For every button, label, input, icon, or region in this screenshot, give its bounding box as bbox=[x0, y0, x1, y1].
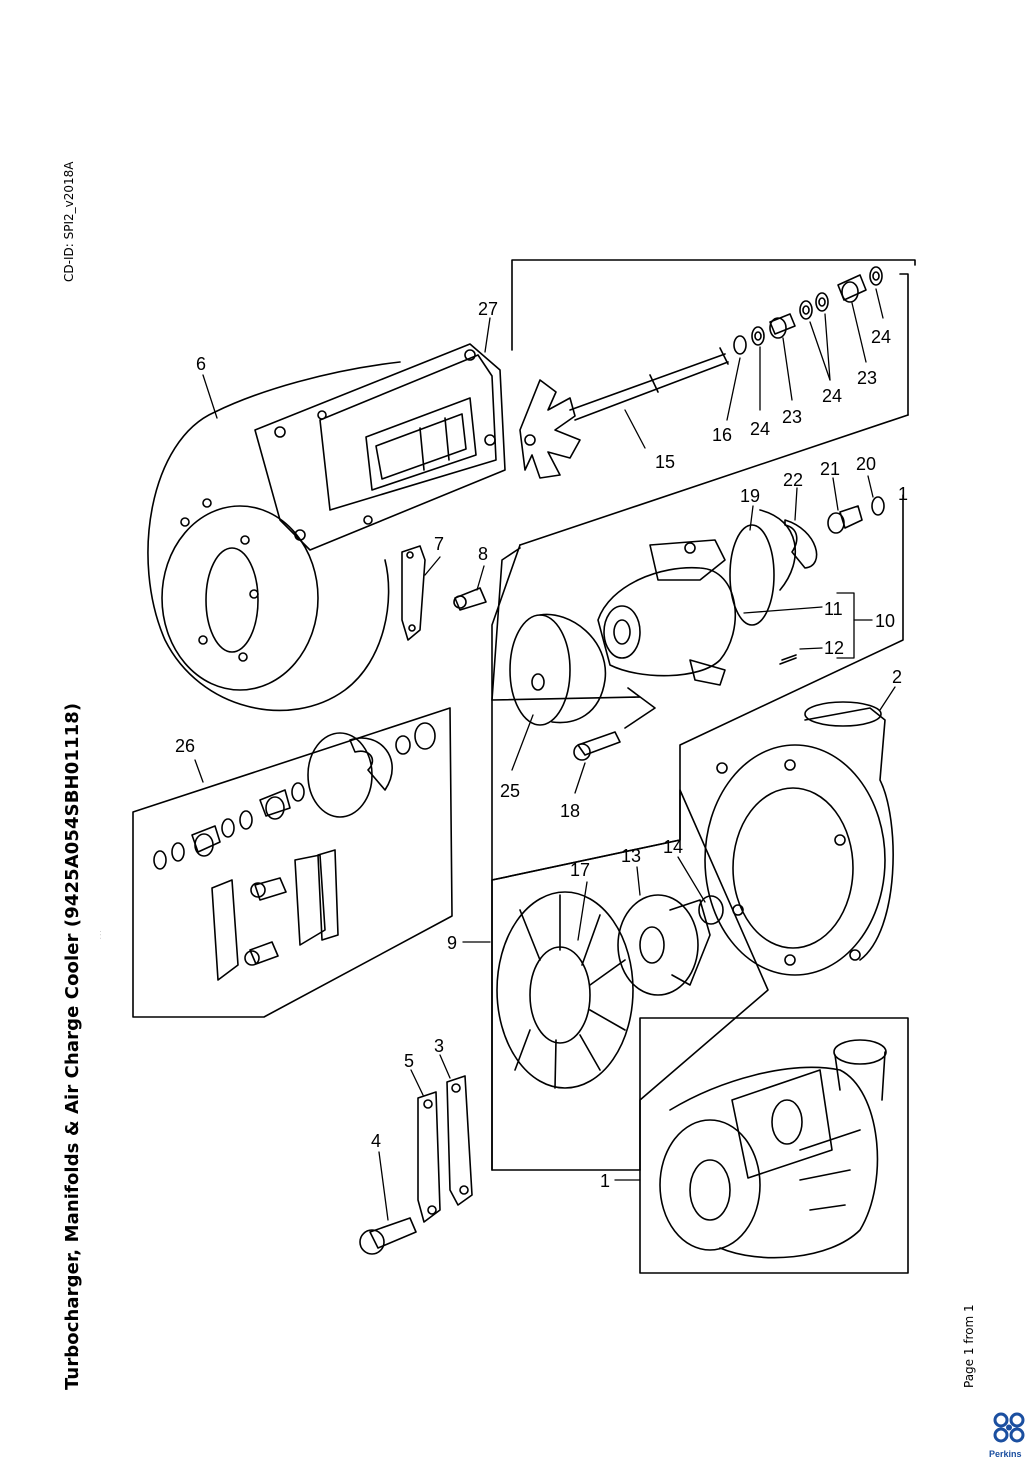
callout-18: 18 bbox=[560, 801, 580, 821]
perkins-logo-icon bbox=[993, 1412, 1025, 1443]
lower-clamps-and-bolt bbox=[359, 1075, 473, 1255]
callout-numbers: 6 27 7 8 15 16 24 23 24 23 24 19 22 21 2… bbox=[175, 299, 908, 1191]
callout-20: 20 bbox=[856, 454, 876, 474]
callout-23-a: 23 bbox=[782, 407, 802, 427]
callout-15: 15 bbox=[655, 452, 675, 472]
callout-24-c: 24 bbox=[871, 327, 891, 347]
brand-name: Perkins bbox=[989, 1449, 1022, 1459]
callout-12: 12 bbox=[824, 638, 844, 658]
backplate bbox=[509, 613, 621, 761]
callout-1: 1 bbox=[600, 1171, 610, 1191]
complete-turbocharger bbox=[659, 1039, 887, 1259]
callout-7: 7 bbox=[434, 534, 444, 554]
callout-5: 5 bbox=[404, 1051, 414, 1071]
callout-24-a: 24 bbox=[750, 419, 770, 439]
callout-11: 11 bbox=[824, 599, 843, 619]
compressor-housing bbox=[704, 701, 894, 976]
callout-8: 8 bbox=[478, 544, 488, 564]
leader-lines bbox=[194, 288, 896, 1221]
repair-kit-contents bbox=[153, 722, 436, 981]
turbine-shaft bbox=[519, 347, 729, 479]
callout-2: 2 bbox=[892, 667, 902, 687]
frame-lines bbox=[132, 259, 916, 1274]
callout-9: 9 bbox=[447, 933, 457, 953]
callout-23-b: 23 bbox=[857, 368, 877, 388]
clamp-plate bbox=[401, 545, 487, 641]
compressor-wheel-group bbox=[496, 891, 724, 1089]
callout-14: 14 bbox=[663, 837, 683, 857]
bearing-set bbox=[733, 266, 883, 355]
callout-27: 27 bbox=[478, 299, 498, 319]
callout-26: 26 bbox=[175, 736, 195, 756]
callout-13: 13 bbox=[621, 846, 641, 866]
callout-24-b: 24 bbox=[822, 386, 842, 406]
callout-19: 19 bbox=[740, 486, 760, 506]
callout-10: 10 bbox=[875, 611, 895, 631]
bearing-housing bbox=[597, 496, 885, 686]
callout-1-top: 1 bbox=[898, 484, 908, 504]
callout-22: 22 bbox=[783, 470, 803, 490]
callout-25: 25 bbox=[500, 781, 520, 801]
callout-6: 6 bbox=[196, 354, 206, 374]
callout-4: 4 bbox=[371, 1131, 381, 1151]
callout-21: 21 bbox=[820, 459, 840, 479]
callout-17: 17 bbox=[570, 860, 590, 880]
turbine-housing bbox=[147, 343, 506, 712]
callout-16: 16 bbox=[712, 425, 732, 445]
callout-3: 3 bbox=[434, 1036, 444, 1056]
